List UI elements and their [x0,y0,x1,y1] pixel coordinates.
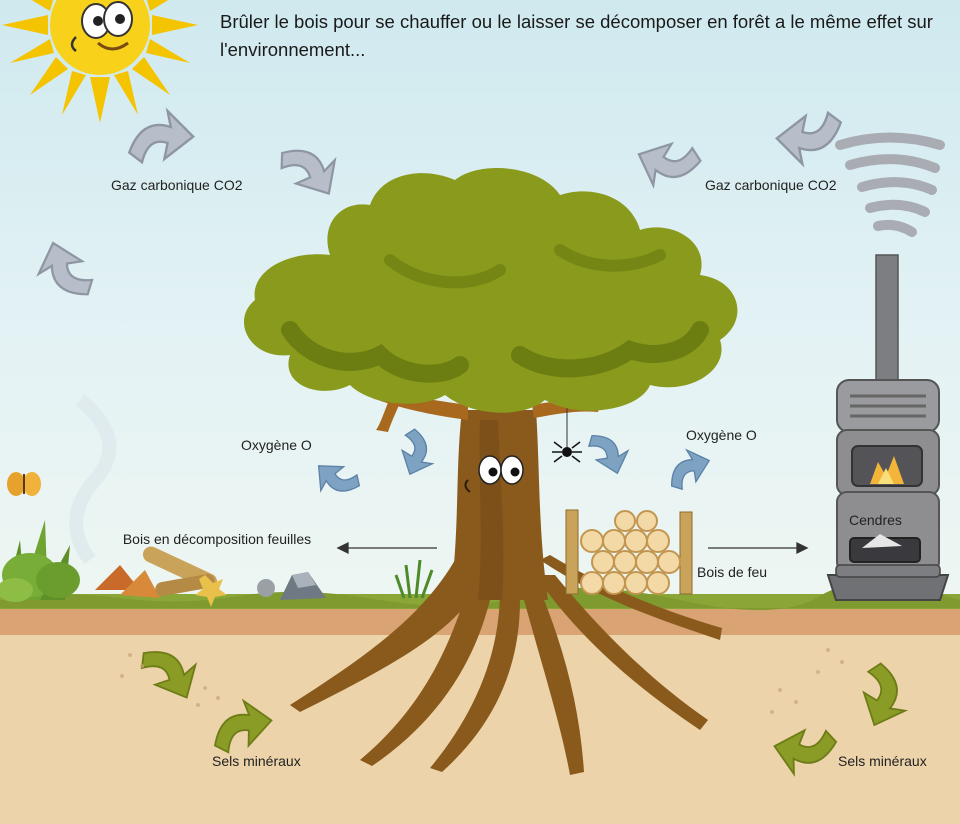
label-oxygen-right: Oxygène O [686,427,757,443]
label-oxygen-left: Oxygène O [241,437,312,453]
bush-plant [0,520,80,602]
grass-tuft [394,559,434,599]
decomposition-vapour [69,394,117,565]
label-minerals-right: Sels minéraux [838,753,927,769]
decomposing-wood [95,546,326,607]
firewood-stack [565,509,693,595]
sun-icon [2,0,198,123]
stove-smoke [835,132,945,237]
wood-stove [826,254,950,601]
diagram-title: Brûler le bois pour se chauffer ou le la… [220,11,933,60]
butterfly-icon [7,472,41,496]
label-co2-left: Gaz carbonique CO2 [111,177,243,193]
label-co2-right: Gaz carbonique CO2 [705,177,837,193]
mineral-dust [120,648,844,714]
tree-foliage [243,168,738,413]
label-firewood: Bois de feu [697,564,768,580]
label-decomposition: Bois en décomposition feuilles [122,531,312,547]
label-ashes: Cendres [849,512,902,528]
flow-arrows [336,541,809,555]
spider-icon [552,408,582,463]
label-minerals-left: Sels minéraux [212,753,301,769]
